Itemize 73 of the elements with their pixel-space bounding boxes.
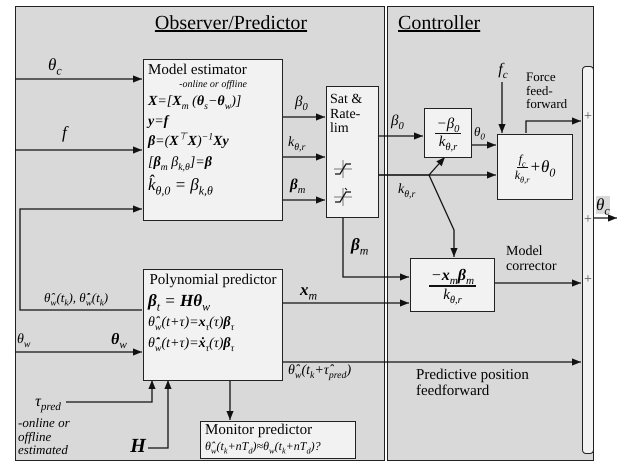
gain-box xyxy=(410,258,495,312)
numerator: f$_{c}$ xyxy=(516,152,528,168)
panel-title: Controller xyxy=(398,12,480,35)
equation: y=f xyxy=(148,113,168,132)
arrow xyxy=(15,146,142,154)
process-box xyxy=(200,421,356,459)
group-panel xyxy=(15,6,385,461)
arrow xyxy=(15,75,142,83)
equation: k̂$_{θ,0}$ = β$_{k,θ}$ xyxy=(148,174,213,198)
equation: β$_{t}$ = Hθ$_{w}$ xyxy=(148,290,210,314)
denominator: k$_{θ,r}$ xyxy=(443,286,462,304)
edge-label: β$_{0}$ xyxy=(295,95,308,111)
input-symbol: τ$_{pred}$ xyxy=(29,393,67,413)
edge-label: θ̂$_{w}$(t$_{k}$), θ̂̇$_{w}$(t$_{k}$) xyxy=(44,291,108,305)
arrow xyxy=(226,380,234,420)
edge-label: β$_{0}$ xyxy=(391,114,404,130)
arrow xyxy=(471,141,496,149)
numerator: −β$_{0}$ xyxy=(434,116,462,134)
plus-sign: + xyxy=(583,110,593,124)
input-symbol: H xyxy=(127,435,149,459)
edge-label: θ$_{w}$ xyxy=(17,333,30,348)
equation: +θ$_{0}$ xyxy=(530,156,556,180)
panel-title: Observer/Predictor xyxy=(154,12,308,35)
gain-box xyxy=(497,134,573,200)
denominator: k$_{θ,r}$ xyxy=(438,134,458,150)
edge-label: θ$_{0}$ xyxy=(474,125,485,139)
gain-box xyxy=(424,108,472,158)
plus-sign: + xyxy=(583,273,593,287)
limiter-box xyxy=(326,86,379,218)
input-symbol: f$_{c}$ xyxy=(491,61,515,83)
arrow xyxy=(494,279,581,287)
group-panel xyxy=(387,6,594,461)
arrow xyxy=(378,174,458,257)
arrow xyxy=(282,299,409,307)
edge-label: θ$_{c}$ xyxy=(596,196,610,214)
edge-label: β$_{m}$ xyxy=(290,178,306,194)
arrow xyxy=(593,214,617,222)
box-title: Monitor predictor xyxy=(205,423,312,439)
arrow xyxy=(15,348,142,356)
equation: θ̂̇$_{w}$(t+τ)=ẋ$_{τ}$(τ)β$_{τ}$ xyxy=(148,334,234,354)
edge-label: β$_{m}$ xyxy=(351,236,368,254)
edge-label: k$_{θ,r}$ xyxy=(398,183,416,198)
arrow xyxy=(525,117,581,133)
equation: β=(X$^{⊤}$X)$^{−1}$Xy xyxy=(148,132,229,152)
arrow xyxy=(378,132,423,140)
edge-label: f xyxy=(62,124,67,142)
arrow xyxy=(282,358,581,366)
edge-label: k$_{θ,r}$ xyxy=(288,136,306,151)
edge-label: θ$_{c}$ xyxy=(48,56,62,74)
equation: X=[X$_{m}$ (θ$_{s}$−θ$_{w}$)] xyxy=(148,92,242,112)
arrow xyxy=(19,205,142,311)
arrow xyxy=(66,380,156,403)
edge-label: θ̂$_{w}$(t$_{k}$+τ̂$_{pred}$) xyxy=(288,364,352,379)
note: -online or offline xyxy=(179,78,247,90)
process-box xyxy=(143,59,283,221)
equation: θ̂$_{w}$(t$_{k}$+nT$_{d}$)≈θ$_{w}$(t$_{k}$+nT$_{d}$)? xyxy=(205,438,321,454)
process-box xyxy=(143,269,283,381)
denominator: k$_{θ,r}$ xyxy=(514,168,530,182)
arrow xyxy=(148,380,172,449)
arrow xyxy=(498,82,506,133)
box-title: Model estimator xyxy=(148,63,247,79)
arrow xyxy=(282,113,325,121)
arrow xyxy=(282,153,325,161)
label: θ$_{w}$ xyxy=(111,332,127,349)
box-title: Sat & Rate-lim xyxy=(330,93,364,138)
equation: θ̂$_{w}$(t+τ)=x$_{τ}$(τ)β$_{τ}$ xyxy=(148,314,234,334)
arrow xyxy=(282,196,325,204)
summing-bar xyxy=(582,66,594,454)
equation: [β$_{m}$ β$_{k,θ}$]=β xyxy=(148,154,212,173)
arrow xyxy=(342,217,409,281)
box-title: Polynomial predictor xyxy=(149,273,277,289)
numerator: −x$_{m}$β$_{m}$ xyxy=(428,266,476,286)
plus-sign: + xyxy=(583,213,593,227)
